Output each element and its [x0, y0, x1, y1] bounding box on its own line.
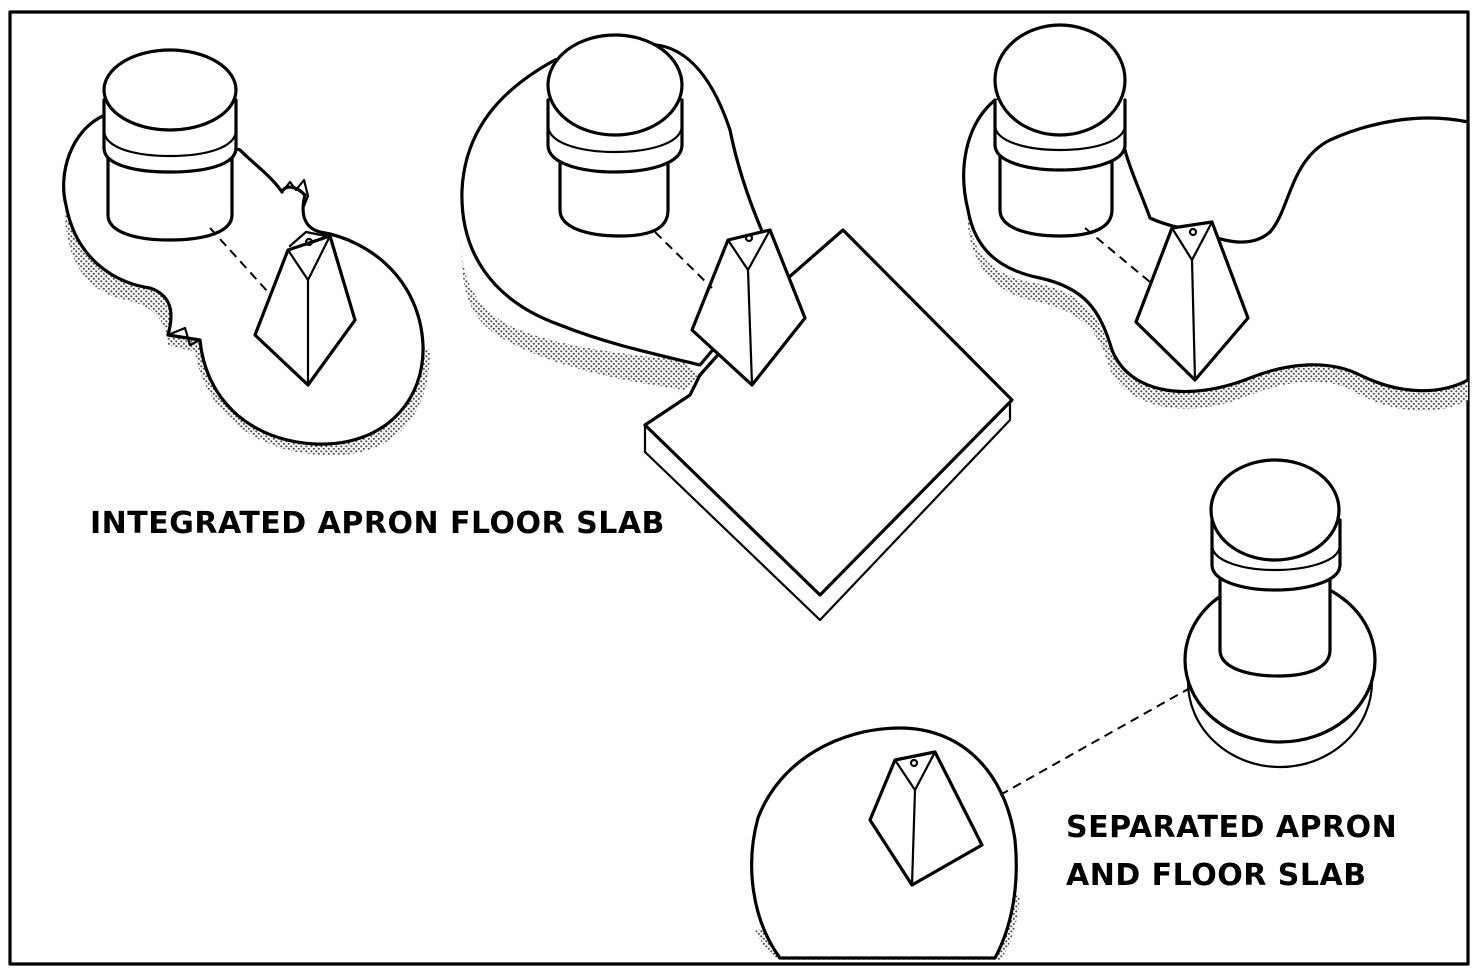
column-middle: [548, 35, 682, 236]
integrated-apron-example-left: [64, 50, 430, 455]
column-right: [995, 25, 1125, 236]
column-left: [104, 50, 236, 240]
label-separated-apron: SEPARATED APRON AND FLOOR SLAB: [1066, 804, 1397, 900]
integrated-apron-example-right: [964, 25, 1468, 411]
label-separated-line1: SEPARATED APRON: [1066, 804, 1397, 852]
column-separated: [1211, 460, 1340, 676]
label-integrated-apron: INTEGRATED APRON FLOOR SLAB: [90, 500, 665, 548]
label-separated-line2: AND FLOOR SLAB: [1066, 852, 1397, 900]
dashed-link-separated: [1000, 688, 1190, 795]
